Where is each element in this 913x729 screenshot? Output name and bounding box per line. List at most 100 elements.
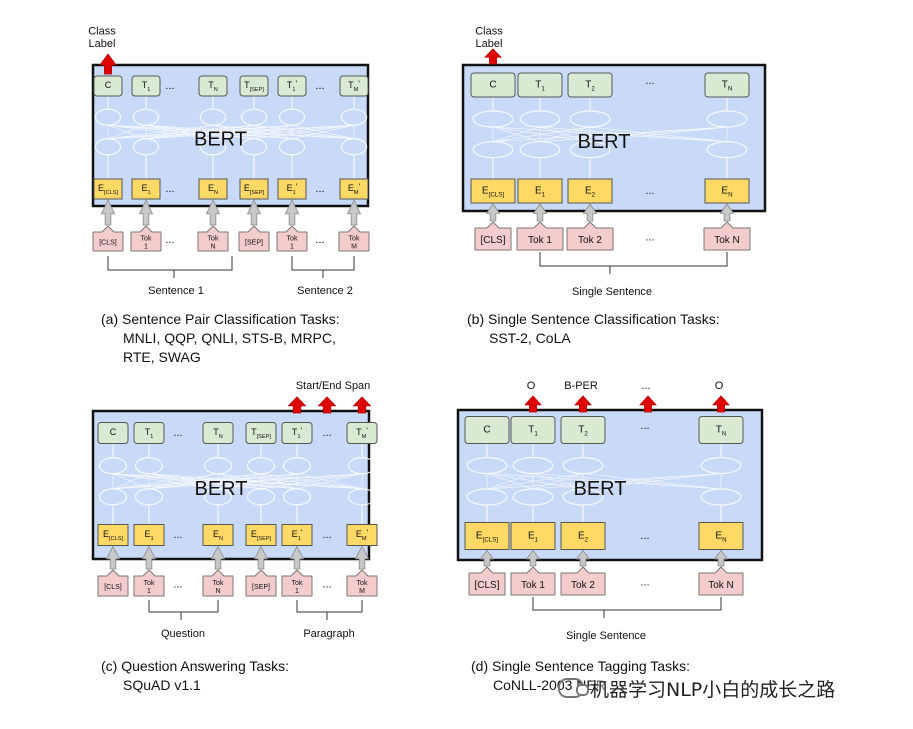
input-arrow-b (719, 203, 735, 222)
token-label-a: [SEP] (245, 239, 263, 246)
group-label-c: Question (161, 628, 205, 640)
output-label-b: T1 (535, 80, 545, 93)
attention-edge (112, 473, 219, 490)
attention-edge (107, 124, 355, 140)
token-box-d (560, 566, 606, 596)
embedding-label-d: E[CLS] (476, 531, 498, 544)
token-label-b: Tok 1 (528, 235, 552, 246)
watermark-text: 机器学习NLP小白的成长之路 (590, 679, 836, 701)
output-box-c (97, 422, 129, 444)
token-box-a (238, 225, 270, 252)
output-label-a: T[SEP] (244, 80, 264, 93)
attention-edge (486, 473, 584, 490)
group-label-c: Paragraph (303, 628, 354, 640)
attention-edge (148, 473, 298, 490)
token-ellipsis-b: ... (645, 232, 654, 244)
output-ellipsis-c: ... (322, 427, 331, 439)
input-arrow-b (485, 203, 501, 222)
embedding-label-c: E[SEP] (251, 529, 272, 542)
span-output-arrow (287, 396, 307, 414)
output-label-a: C (105, 80, 112, 90)
attention-edge (260, 473, 363, 490)
token-box-c (133, 569, 165, 597)
output-label-b: T2 (585, 80, 595, 93)
input-arrow-d (713, 549, 729, 567)
token-label-b: [CLS] (480, 235, 505, 246)
embedding-label-b: E[CLS] (482, 186, 504, 199)
output-ellipsis-c: ... (173, 427, 182, 439)
embedding-box-a (93, 178, 123, 200)
token-box-d (468, 566, 506, 596)
embedding-label-b: E1 (535, 186, 546, 199)
token-box-c (281, 569, 313, 597)
output-box-c (245, 422, 277, 444)
embedding-ellipsis-c: ... (322, 529, 331, 541)
embedding-box-a (131, 178, 161, 200)
input-arrow-a (284, 199, 300, 226)
token-box-a (130, 225, 162, 252)
tag-label: O (527, 380, 536, 392)
embedding-label-a: E1 (141, 183, 150, 196)
attention-edge (532, 473, 722, 490)
embedding-box-c (245, 524, 277, 546)
input-arrow-d (525, 549, 541, 567)
token-label-d: [CLS] (474, 580, 499, 591)
attention-edge (296, 473, 363, 490)
attention-edge (260, 473, 298, 490)
output-box-a (277, 75, 307, 97)
attention-edge (492, 126, 591, 142)
embedding-label-d: E1 (528, 531, 539, 544)
embedding-label-a: E1' (287, 183, 298, 197)
attention-edge (539, 126, 728, 142)
tag-output-arrow (639, 395, 657, 413)
top-label-c: Start/End Span (296, 380, 371, 392)
transformer-layers-d (466, 443, 742, 523)
wechat-icon (558, 678, 589, 698)
token-box-a (197, 225, 229, 252)
input-arrow-a (205, 199, 221, 226)
caption-a-line-1: (a) Sentence Pair Classification Tasks: (101, 311, 340, 327)
caption-a-line-2: MNLI, QQP, QNLI, STS-B, MRPC, (123, 330, 336, 346)
embedding-box-d (464, 522, 510, 550)
output-box-a (339, 75, 369, 97)
token-box-c (245, 569, 277, 597)
output-label-b: TN (722, 80, 733, 93)
token-box-b (474, 221, 512, 251)
embedding-box-d (510, 522, 556, 550)
input-arrow-a (100, 199, 116, 226)
embedding-box-c (133, 524, 165, 546)
embedding-ellipsis-b: ... (645, 185, 654, 197)
embedding-label-c: EN (213, 529, 223, 542)
input-arrow-c (253, 545, 269, 570)
caption-b: (b) Single Sentence Classification Tasks… (467, 310, 720, 348)
output-label-d: C (483, 425, 490, 436)
bert-label-c: BERT (195, 478, 248, 500)
output-box-d (464, 416, 510, 444)
embedding-label-a: EN (208, 183, 218, 196)
transformer-layers-a (94, 96, 368, 179)
caption-c: (c) Question Answering Tasks: SQuAD v1.1 (101, 657, 289, 695)
group-label-a: Sentence 2 (297, 285, 353, 297)
embedding-box-b (470, 178, 516, 204)
input-arrow-a (346, 199, 362, 226)
output-label-d: T1 (528, 425, 538, 438)
output-label-c: T1' (292, 427, 303, 441)
tag-label: O (715, 380, 724, 392)
tag-label: B-PER (564, 380, 598, 392)
output-label-c: TM' (356, 427, 368, 441)
attention-edge (145, 124, 355, 140)
output-box-b (517, 72, 563, 98)
input-arrow-c (354, 545, 370, 570)
group-bracket-c (148, 600, 219, 620)
output-label-a: TM' (348, 80, 360, 94)
bert-label-b: BERT (578, 131, 631, 153)
embedding-box-c (346, 524, 378, 546)
output-box-a (93, 75, 123, 97)
class-output-arrow (99, 53, 117, 75)
